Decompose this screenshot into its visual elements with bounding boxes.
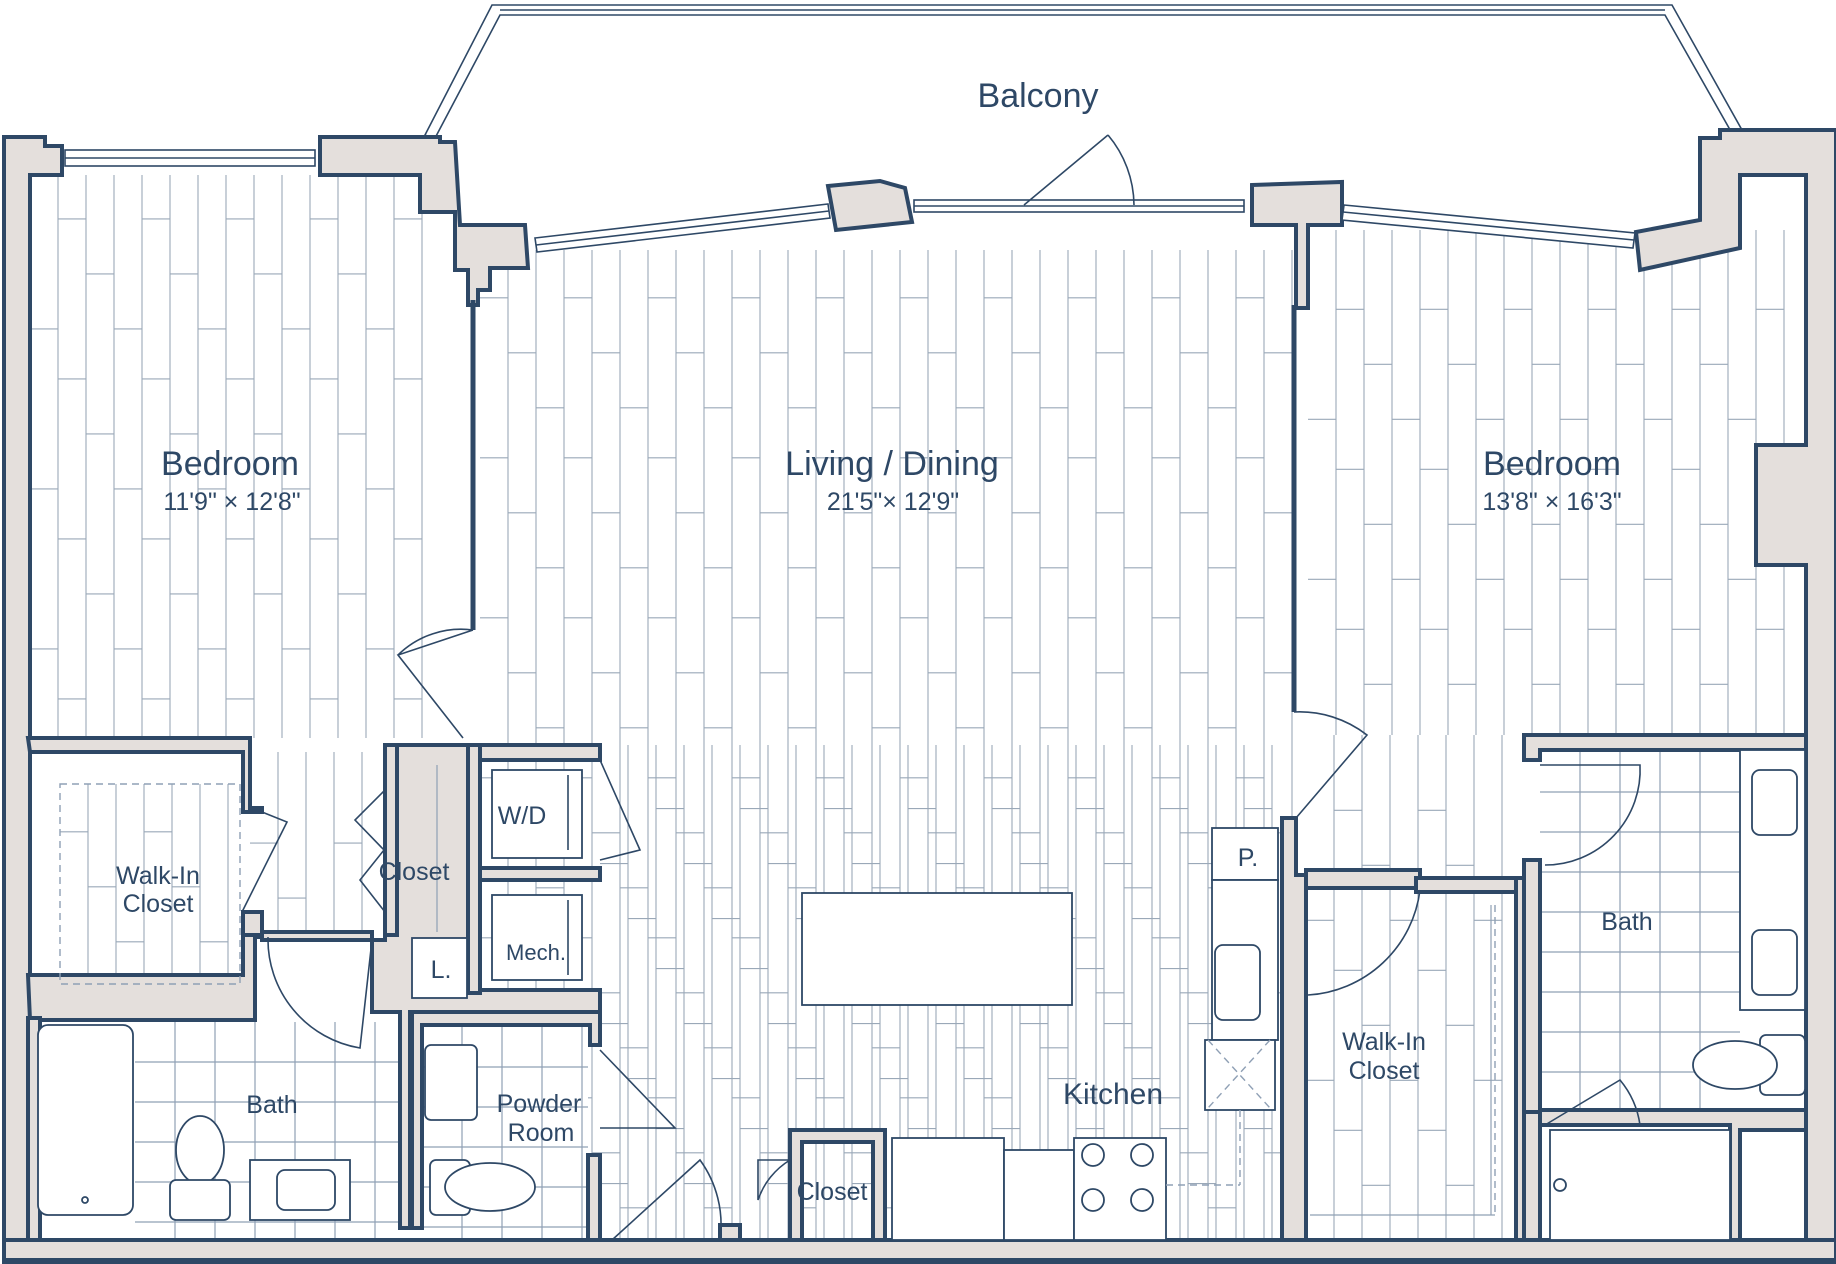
bedroom-right-label: Bedroom — [1483, 445, 1621, 483]
bath-right-label: Bath — [1601, 908, 1652, 936]
walk-in-closet-right-line2: Closet — [1349, 1057, 1420, 1085]
exterior-walls — [2, 128, 1836, 1264]
bedroom-right-size: 13'8" × 16'3" — [1482, 488, 1621, 516]
wd-label: W/D — [498, 802, 547, 830]
walk-in-closet-left-line1: Walk-In — [116, 862, 200, 890]
living-dining-size: 21'5"× 12'9" — [827, 488, 959, 516]
balcony-railing — [423, 4, 1744, 142]
room-labels: Balcony Bedroom 11'9" × 12'8" Living / D… — [116, 77, 1653, 1206]
bedroom-left-size: 11'9" × 12'8" — [163, 488, 300, 516]
pantry-label: P. — [1238, 844, 1258, 872]
interior-walls — [25, 733, 1808, 1242]
bedroom-left-label: Bedroom — [161, 445, 299, 483]
doors — [241, 134, 1641, 1241]
closet-upper-label: Closet — [379, 858, 450, 886]
closet-lower-label: Closet — [797, 1178, 868, 1206]
bath-left-label: Bath — [246, 1091, 297, 1119]
linen-label: L. — [431, 956, 452, 984]
walk-in-closet-right-line1: Walk-In — [1342, 1028, 1426, 1056]
living-dining-label: Living / Dining — [785, 445, 999, 483]
windows — [64, 149, 1636, 253]
powder-room-line1: Powder — [497, 1090, 582, 1118]
mech-label: Mech. — [506, 940, 566, 965]
walk-in-closet-left-line2: Closet — [123, 890, 194, 918]
closet-shelving — [59, 765, 1496, 1216]
powder-room-line2: Room — [508, 1119, 575, 1147]
fixtures — [37, 749, 1806, 1241]
kitchen-label: Kitchen — [1063, 1078, 1163, 1111]
balcony-label: Balcony — [978, 77, 1099, 115]
